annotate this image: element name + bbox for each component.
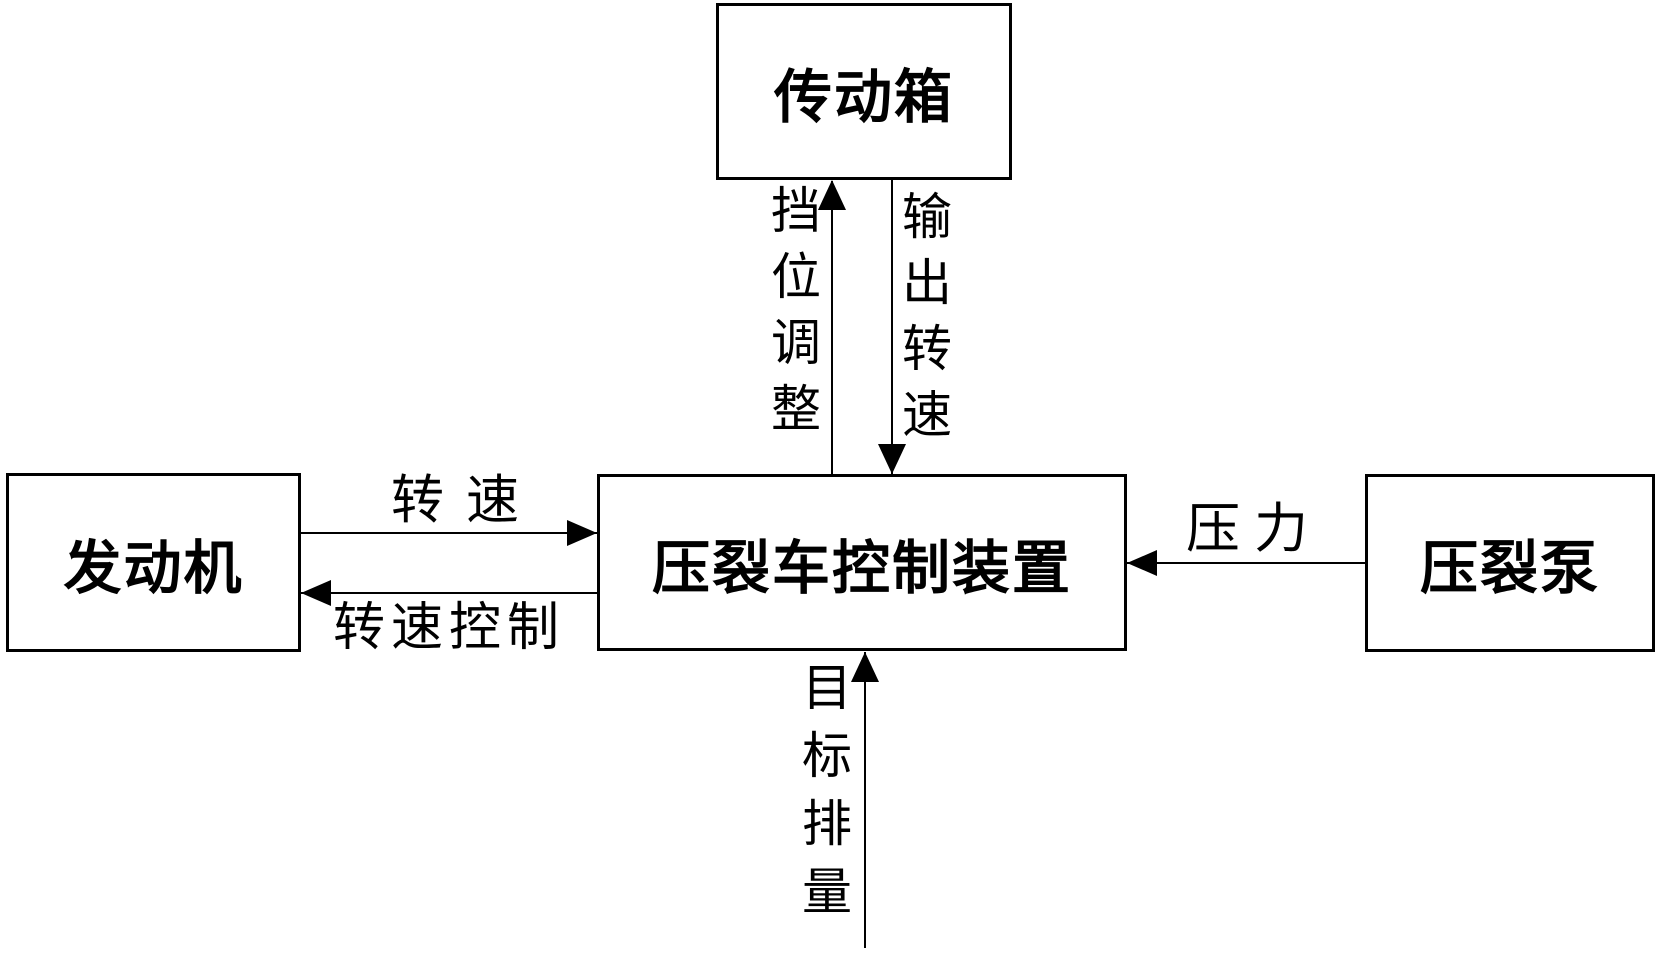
node-engine-box: 发动机 [6, 473, 301, 652]
edge-label-target-displacement: 目标排量 [802, 660, 852, 920]
edge-label-pressure: 压力 [1186, 499, 1322, 559]
arrow-speed-control-line [301, 592, 597, 594]
edge-label-gear-adjust: 挡位调整 [771, 183, 821, 437]
down-arrowhead-icon [878, 444, 906, 474]
arrow-gear-adjust-line [831, 181, 833, 474]
left-arrowhead-icon [1127, 550, 1157, 576]
edge-label-speed: 转速 [391, 472, 541, 530]
arrow-pressure-line [1127, 562, 1365, 564]
node-pump-box: 压裂泵 [1365, 474, 1655, 652]
edge-label-speed-control: 转速控制 [333, 600, 566, 657]
left-arrowhead-icon [301, 580, 331, 606]
node-transmission-box: 传动箱 [716, 3, 1012, 180]
right-arrowhead-icon [567, 520, 597, 546]
arrow-target-displacement-line [864, 652, 866, 948]
up-arrowhead-icon [818, 180, 846, 210]
node-controller-box: 压裂车控制装置 [597, 474, 1127, 651]
arrow-speed-line [301, 532, 597, 534]
arrow-output-speed-line [891, 180, 893, 474]
edge-label-output-speed: 输出转速 [902, 189, 952, 443]
up-arrowhead-icon [851, 652, 879, 682]
